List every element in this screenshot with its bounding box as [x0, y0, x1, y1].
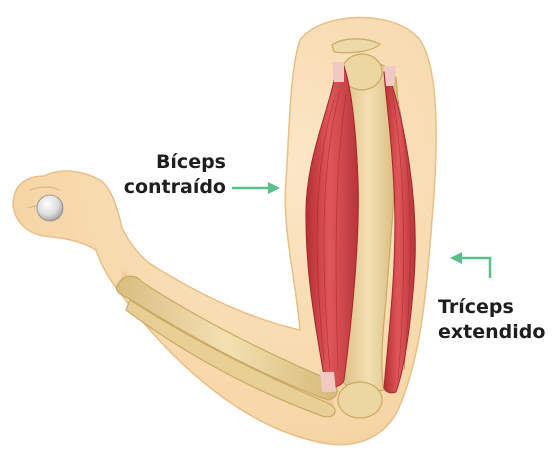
ball-icon	[37, 195, 63, 221]
biceps-label-line1: Bíceps	[114, 150, 226, 175]
triceps-arrow	[450, 252, 490, 278]
triceps-label: Tríceps extendido	[438, 295, 545, 345]
biceps-tendon-top	[332, 62, 344, 82]
biceps-label-line2: contraído	[114, 175, 226, 200]
triceps-label-line1: Tríceps	[438, 295, 545, 320]
biceps-tendon-bottom	[320, 372, 336, 392]
biceps-arrow	[232, 182, 280, 194]
triceps-label-line2: extendido	[438, 320, 545, 345]
triceps-tendon	[384, 66, 396, 86]
elbow-joint	[338, 382, 382, 418]
biceps-label: Bíceps contraído	[114, 150, 226, 200]
